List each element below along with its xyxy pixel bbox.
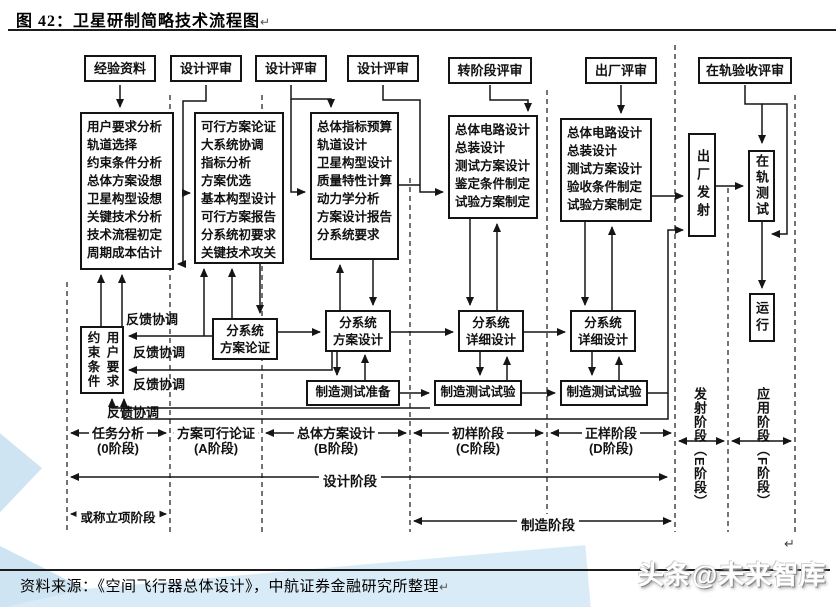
box-line: 试验方案制定 [567, 198, 643, 212]
footer-return-mark: ↵ [439, 580, 450, 594]
figure-title: 图 42：卫星研制简略技术流程图↵ [16, 13, 272, 30]
factory-review-box: 出厂评审 [585, 57, 657, 84]
box-line: 总体电路设计 [455, 123, 531, 137]
design-review-box-3: 设计评审 [347, 55, 419, 82]
phase-transition-review-box: 转阶段评审 [448, 57, 532, 84]
stage-name: 总体方案设计 [296, 426, 376, 441]
title-divider [8, 29, 836, 31]
box-line: 鉴定条件制定 [455, 177, 531, 191]
box-line: 动力学分析 [317, 192, 380, 206]
stage-label-c: 初样阶段 (C阶段) [448, 426, 508, 456]
feedback-label-4: 反馈协调 [107, 405, 160, 420]
box-line: 卫星构型设想 [87, 192, 163, 206]
return-mark: ↵ [784, 536, 795, 551]
box-line: 总体指标预算 [317, 120, 393, 134]
box-line: 方案优选 [201, 174, 252, 188]
operation-box: 运行 [749, 293, 775, 342]
box-line: 轨道选择 [87, 138, 138, 152]
subsystem-scheme-demo-box: 分系统 方案论证 [212, 318, 278, 360]
watermark: 头条@未来智库 [638, 560, 827, 590]
box-line: 技术流程初定 [87, 228, 163, 242]
box-line: 关键技术分析 [87, 210, 163, 224]
constraint-user-requirement-box: 约束条件 用户要求 [80, 326, 124, 394]
box-line: 分系统 [472, 316, 510, 330]
feasibility-demo-box: 可行方案论证 大系统协调 指标分析 方案优选 基本构型设计 可行方案报告 分系统… [194, 112, 284, 264]
stage-label-a: 方案可行论证 (A阶段) [173, 426, 259, 456]
subsystem-scheme-design-box: 分系统 方案设计 [325, 310, 391, 352]
overall-scheme-design-box: 总体指标预算 轨道设计 卫星构型设计 质量特性计算 动力学分析 方案设计报告 分… [310, 112, 399, 260]
box-line: 约束条件分析 [87, 156, 163, 170]
box-line: 总装设计 [567, 144, 618, 158]
box-line: 分系统要求 [317, 228, 380, 242]
box-line: 详细设计 [465, 333, 516, 347]
box-line: 分系统 [339, 316, 377, 330]
box-line: 总装设计 [455, 141, 506, 155]
stage-label-f: 应用阶段（F阶段） [755, 387, 770, 508]
prototype-stage-design-box: 总体电路设计 总装设计 测试方案设计 鉴定条件制定 试验方案制定 [448, 115, 538, 219]
design-review-box-1: 设计评审 [170, 55, 242, 82]
experience-data-box: 经验资料 [84, 55, 156, 82]
subsystem-detail-design-box-2: 分系统 详细设计 [570, 310, 636, 352]
box-line: 验收条件制定 [567, 180, 643, 194]
mfg-phase-label: 制造阶段 [517, 514, 579, 534]
stage-name: 方案可行论证 [176, 426, 256, 441]
mfg-test-prepare-box: 制造测试准备 [306, 380, 400, 406]
box-line: 分系统 [226, 324, 264, 338]
feedback-label-2: 反馈协调 [133, 345, 186, 360]
constraint-column: 约束条件 [85, 331, 100, 389]
box-line: 详细设计 [577, 333, 628, 347]
stage-code: (D阶段) [588, 441, 634, 456]
flight-model-design-box: 总体电路设计 总装设计 测试方案设计 验收条件制定 试验方案制定 [560, 118, 652, 222]
box-line: 方案论证 [219, 341, 270, 355]
mission-analysis-box: 用户要求分析 轨道选择 约束条件分析 总体方案设想 卫星构型设想 关键技术分析 … [80, 112, 174, 270]
footer-divider [0, 569, 830, 571]
design-review-box-2: 设计评审 [255, 55, 327, 82]
box-line: 周期成本估计 [87, 246, 163, 260]
box-line: 大系统协调 [201, 138, 264, 152]
box-line: 方案设计报告 [317, 210, 393, 224]
factory-launch-box: 出厂发射 [688, 133, 716, 237]
source-note: 资料来源：《空间飞行器总体设计》，中航证券金融研究所整理↵ [20, 579, 450, 595]
design-phase-label: 设计阶段 [319, 470, 381, 490]
box-line: 测试方案设计 [567, 162, 643, 176]
feedback-label-1: 反馈协调 [126, 312, 179, 327]
stage-name: 任务分析 [91, 426, 145, 441]
mfg-test-box-1: 制造测试试验 [434, 380, 522, 406]
box-line: 卫星构型设计 [317, 156, 393, 170]
box-line: 基本构型设计 [201, 192, 277, 206]
stage-label-e: 发射阶段（E阶段） [692, 387, 707, 509]
box-line: 质量特性计算 [317, 174, 393, 188]
stage-code: (0阶段) [97, 441, 139, 456]
box-line: 可行方案论证 [201, 120, 277, 134]
stage-label-d: 正样阶段 (D阶段) [581, 426, 641, 456]
mfg-test-box-2: 制造测试试验 [560, 380, 648, 406]
box-line: 关键技术攻关 [201, 246, 277, 260]
feedback-label-3: 反馈协调 [133, 377, 186, 392]
box-line: 总体电路设计 [567, 126, 643, 140]
stage-code: (C阶段) [455, 441, 501, 456]
box-line: 总体方案设想 [87, 174, 163, 188]
box-line: 分系统 [584, 316, 622, 330]
stage-label-b: 总体方案设计 (B阶段) [293, 426, 379, 456]
title-return-mark: ↵ [260, 15, 272, 29]
box-line: 指标分析 [201, 156, 252, 170]
box-line: 轨道设计 [317, 138, 368, 152]
alt-phase-label: 或称立项阶段 [76, 507, 160, 526]
box-line: 分系统初要求 [201, 228, 277, 242]
stage-name: 初样阶段 [451, 426, 505, 441]
stage-label-0: 任务分析 (0阶段) [88, 426, 148, 456]
box-line: 可行方案报告 [201, 210, 277, 224]
box-line: 用户要求分析 [87, 120, 163, 134]
stage-code: (B阶段) [313, 441, 359, 456]
box-line: 方案设计 [332, 333, 383, 347]
in-orbit-acceptance-review-box: 在轨验收评审 [698, 57, 792, 84]
box-line: 测试方案设计 [455, 159, 531, 173]
box-line: 试验方案制定 [455, 195, 531, 209]
stage-code: (A阶段) [193, 441, 239, 456]
in-orbit-test-box: 在轨测试 [748, 150, 775, 222]
stage-name: 正样阶段 [584, 426, 638, 441]
user-requirement-column: 用户要求 [104, 331, 119, 389]
subsystem-detail-design-box-1: 分系统 详细设计 [458, 310, 524, 352]
